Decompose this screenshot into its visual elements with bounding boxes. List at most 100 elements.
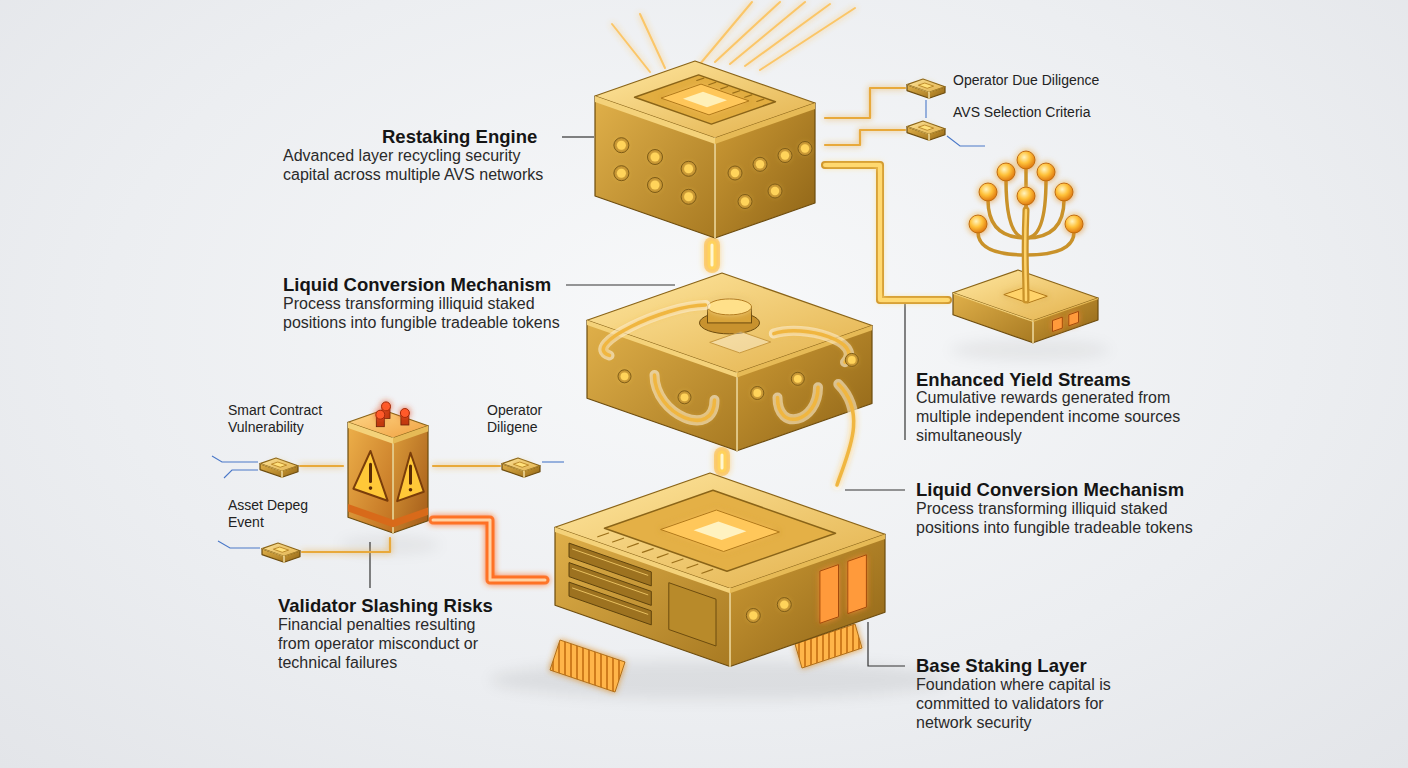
port-glow (753, 389, 761, 397)
grill (697, 78, 704, 80)
connector-stroke (711, 245, 714, 265)
connector-stroke (433, 520, 545, 580)
top-face (907, 121, 945, 134)
rim (737, 326, 872, 378)
yield-fruit (1017, 187, 1035, 205)
port-ring (681, 189, 696, 204)
connector-stroke (825, 165, 948, 300)
top-face (502, 458, 540, 471)
port-glow (651, 181, 660, 190)
status-tab (1069, 311, 1079, 325)
port-ring (618, 370, 631, 383)
callout-heading: Liquid Conversion Mechanism (283, 274, 551, 296)
slashing-risk-box-art (343, 388, 433, 538)
port-ring (751, 387, 764, 400)
leader-lines (370, 137, 905, 666)
glass-tube (603, 305, 705, 355)
yield-tree-art (948, 150, 1103, 345)
edge-highlight (392, 438, 394, 533)
risk-chip: Smart Contract Vulnerability (258, 455, 300, 479)
port-glow (621, 372, 629, 380)
top-face (595, 61, 815, 138)
glass-tube (778, 387, 819, 419)
edge-highlight (729, 589, 731, 667)
grill (733, 91, 740, 93)
port-glow (731, 169, 739, 177)
glass-tube (774, 331, 849, 362)
callout-heading: Enhanced Yield Streams (916, 369, 1131, 391)
rim (524, 466, 540, 472)
wire (212, 456, 258, 462)
risk-chip: Operator Diligene (500, 455, 542, 479)
top-face (262, 543, 300, 556)
connector-stroke (300, 465, 343, 467)
leader-line (845, 489, 905, 490)
callout-heading: Base Staking Layer (916, 655, 1087, 677)
heat-vent (820, 565, 839, 624)
ray (745, 4, 830, 66)
grill (702, 569, 713, 573)
ray (760, 8, 855, 70)
yield-fruit (997, 163, 1015, 181)
port-ring (777, 598, 791, 612)
yield-fruit (979, 183, 997, 201)
port-ring (778, 149, 792, 163)
chip-label: Asset Depeg Event (228, 497, 320, 531)
base-staking-box-art (545, 468, 895, 673)
port-ring (614, 138, 629, 153)
signal-wire (825, 88, 905, 118)
port-ring (728, 166, 742, 180)
port-glow (741, 197, 749, 205)
factor-chip-art (905, 118, 947, 142)
callout-heading: Restaking Engine (382, 126, 537, 148)
port-ring (798, 142, 812, 156)
port-glow (684, 164, 693, 173)
server-slot (569, 582, 651, 625)
glow-core (661, 84, 749, 115)
yield-fruit (969, 215, 987, 233)
port-glow (681, 393, 689, 401)
tube-core (778, 387, 819, 419)
port-glow (617, 169, 626, 178)
tube-core (655, 375, 715, 420)
port-glow (848, 356, 856, 364)
signal-wire (433, 466, 500, 467)
port-glow (749, 611, 757, 619)
grill (709, 82, 716, 84)
warning-triangle (353, 451, 387, 501)
risk-chip: Asset Depeg Event (260, 540, 302, 564)
grill (721, 87, 728, 89)
connector-stroke (721, 455, 724, 468)
connector-stroke (825, 88, 905, 118)
tube-core (603, 305, 705, 355)
tube-core (837, 384, 854, 485)
energy-pipe (722, 455, 723, 468)
port-ring (746, 609, 760, 623)
energy-pipe (433, 520, 545, 580)
warning-dot (369, 486, 373, 490)
yield-fruit (1037, 163, 1055, 181)
grill (745, 95, 752, 97)
rim (1033, 298, 1098, 322)
top-face (260, 458, 298, 471)
tree-trunk-glow (1024, 210, 1027, 300)
connector-stroke (302, 538, 390, 552)
tube-core (774, 331, 849, 362)
glass-tube (655, 375, 715, 420)
connector-stroke (714, 455, 730, 468)
ray (640, 14, 665, 68)
hazard-band (348, 504, 393, 527)
port-ring (768, 184, 782, 198)
shadow (950, 340, 1110, 360)
port-ring (738, 195, 752, 209)
chip-core (513, 462, 528, 467)
glow-core (661, 510, 780, 552)
port-glow (781, 151, 789, 159)
warning-dot (409, 488, 413, 492)
chip-label: Smart Contract Vulnerability (228, 402, 333, 436)
callout-body: Foundation where capital is committed to… (916, 675, 1121, 732)
status-tab (1053, 317, 1063, 331)
liquid-conversion-box-art (572, 265, 880, 455)
grill (628, 543, 639, 547)
ray (730, 2, 805, 64)
